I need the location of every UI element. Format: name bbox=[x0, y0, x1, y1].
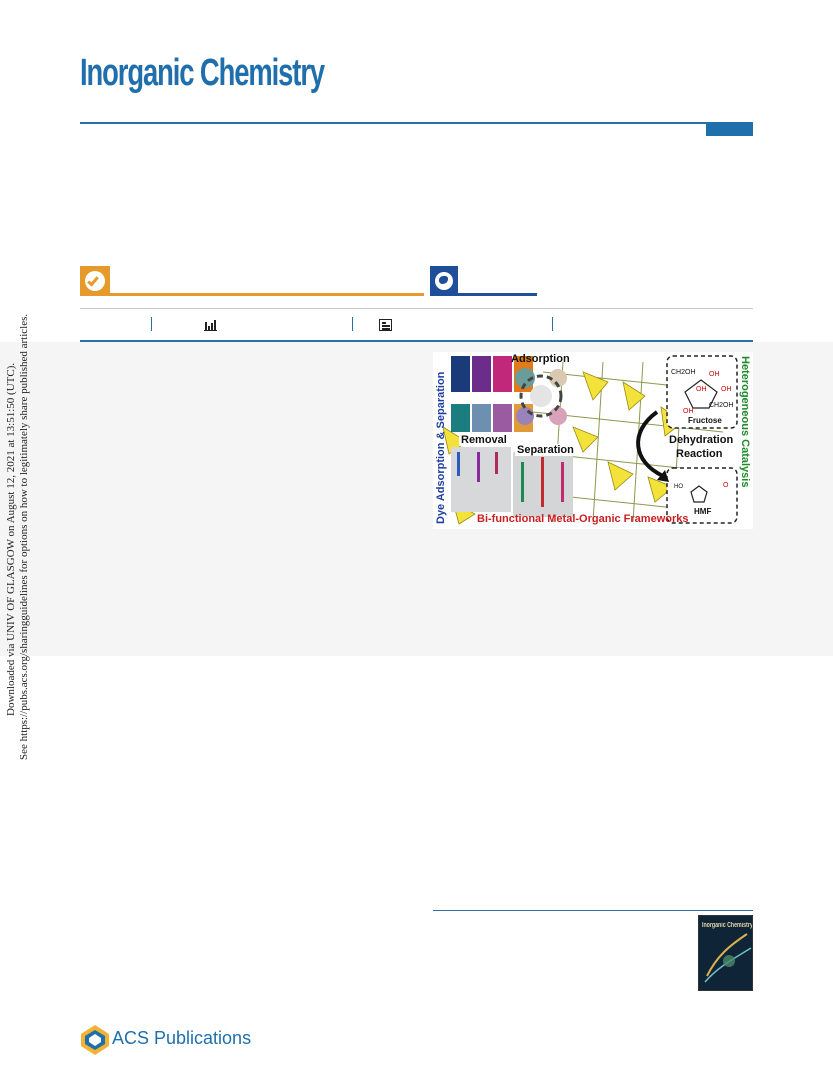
fructose-group-label: OH bbox=[721, 386, 732, 393]
fructose-group-label: CH2OH bbox=[709, 402, 734, 409]
adsorption-label: Adsorption bbox=[511, 353, 570, 365]
open-access-bar bbox=[80, 266, 424, 296]
journal-title: Inorganic Chemistry bbox=[80, 52, 325, 94]
separation-label: Separation bbox=[515, 444, 576, 456]
cover-title: Inorganic Chemistry bbox=[702, 922, 753, 929]
access-type-bar bbox=[430, 266, 537, 296]
metrics-divider bbox=[552, 317, 553, 331]
acs-logo[interactable]: ACS Publications bbox=[80, 1024, 251, 1056]
metrics-divider bbox=[352, 317, 353, 331]
download-note: Downloaded via UNIV OF GLASGOW on August… bbox=[5, 362, 17, 716]
cover-rule bbox=[433, 910, 753, 911]
right-vertical-label: Heterogeneous Catalysis bbox=[739, 356, 751, 488]
dye-vials-bottom bbox=[451, 404, 533, 432]
metrics-bar-bottom-rule bbox=[80, 340, 753, 342]
separation-columns bbox=[451, 447, 573, 517]
hmf-group-label: O bbox=[723, 482, 729, 489]
left-vertical-label: Dye Adsorption & Separation bbox=[435, 371, 447, 524]
hmf-label: HMF bbox=[694, 507, 712, 516]
dehydration-label: Dehydration bbox=[669, 434, 734, 446]
acs-logo-icon bbox=[81, 1025, 109, 1055]
header-rule bbox=[80, 122, 753, 124]
reaction-arrow bbox=[636, 410, 664, 478]
sharing-guidelines-note: See https://pubs.acs.org/sharingguidelin… bbox=[18, 313, 30, 760]
fructose-group-label: CH2OH bbox=[671, 369, 696, 376]
hmf-box bbox=[666, 467, 738, 524]
removal-label: Removal bbox=[459, 434, 509, 446]
dye-codes-label: MB,MV RhB,MO bbox=[452, 393, 505, 400]
reaction-label: Reaction bbox=[676, 448, 723, 460]
globe-icon bbox=[430, 266, 458, 296]
publisher-name: ACS Publications bbox=[112, 1028, 252, 1048]
bottom-label: Bi-functional Metal-Organic Frameworks bbox=[477, 513, 689, 525]
bar-chart-icon[interactable] bbox=[204, 319, 217, 331]
metrics-divider bbox=[151, 317, 152, 331]
header-tab bbox=[706, 122, 753, 136]
fructose-group-label: OH bbox=[709, 371, 720, 378]
fructose-box bbox=[666, 355, 738, 429]
journal-cover[interactable]: Inorganic Chemistry bbox=[698, 915, 753, 991]
check-circle-icon bbox=[80, 266, 110, 296]
metrics-bar-top-rule bbox=[80, 308, 753, 309]
framework-lattice bbox=[522, 361, 734, 523]
toc-graphic: Adsorption Removal Separation MB,MV RhB,… bbox=[433, 352, 753, 529]
fructose-label: Fructose bbox=[688, 416, 722, 425]
adsorption-powders bbox=[515, 368, 567, 425]
article-icon[interactable] bbox=[379, 319, 392, 331]
fructose-group-label: OH bbox=[696, 386, 707, 393]
hmf-group-label: HO bbox=[674, 484, 683, 490]
fructose-group-label: OH bbox=[683, 408, 694, 415]
